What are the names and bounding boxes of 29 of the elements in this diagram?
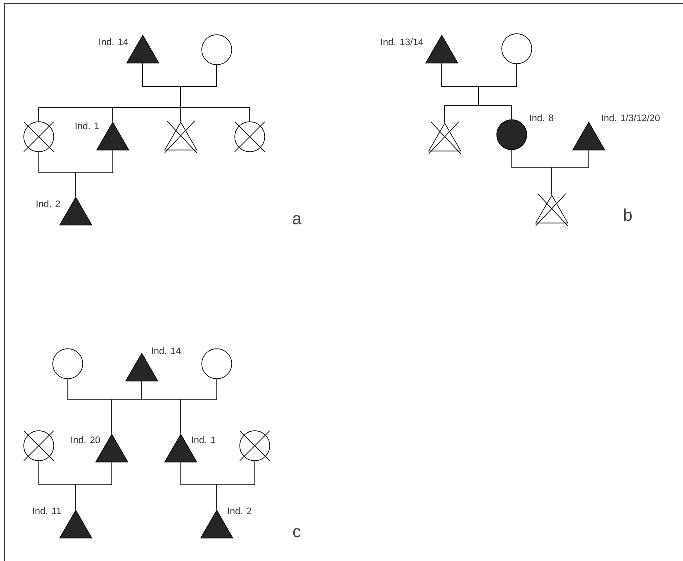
- individual-label: Ind. 2: [228, 508, 252, 514]
- individual-label: Ind. 11: [33, 508, 62, 514]
- circle-symbol: [202, 34, 232, 66]
- individual-label: Ind. 1: [192, 436, 216, 444]
- pedigree-line: [76, 150, 114, 198]
- panel-letter: c: [293, 528, 301, 538]
- pedigree-line: [478, 64, 518, 120]
- individual-label: Ind. 1/3/12/20: [602, 114, 660, 122]
- crossed-circle-symbol: [240, 430, 270, 462]
- pedigree-line: [180, 379, 218, 434]
- pedigree-line: [552, 150, 590, 196]
- circle-symbol: [202, 348, 232, 380]
- individual-label: Ind. 20: [72, 436, 100, 444]
- crossed-circle-symbol: [24, 122, 54, 152]
- crossed-circle-symbol: [234, 122, 266, 152]
- circle-symbol: [52, 348, 84, 380]
- individual-label: Ind. 8: [530, 114, 554, 122]
- panel-letter: a: [293, 215, 302, 225]
- individual-label: Ind. 14: [152, 348, 181, 354]
- pedigree-line: [216, 461, 256, 510]
- pedigree-line: [76, 462, 112, 510]
- individual-label: Ind. 2: [36, 200, 60, 208]
- pedigree-line: [180, 65, 250, 122]
- circle-symbol: [502, 34, 532, 64]
- crossed-circle-symbol: [24, 430, 54, 462]
- individual-label: Ind. 13/14: [381, 38, 424, 46]
- individual-label: Ind. 1: [76, 122, 100, 130]
- individual-label: Ind. 14: [100, 38, 128, 46]
- panel-letter: b: [624, 208, 632, 222]
